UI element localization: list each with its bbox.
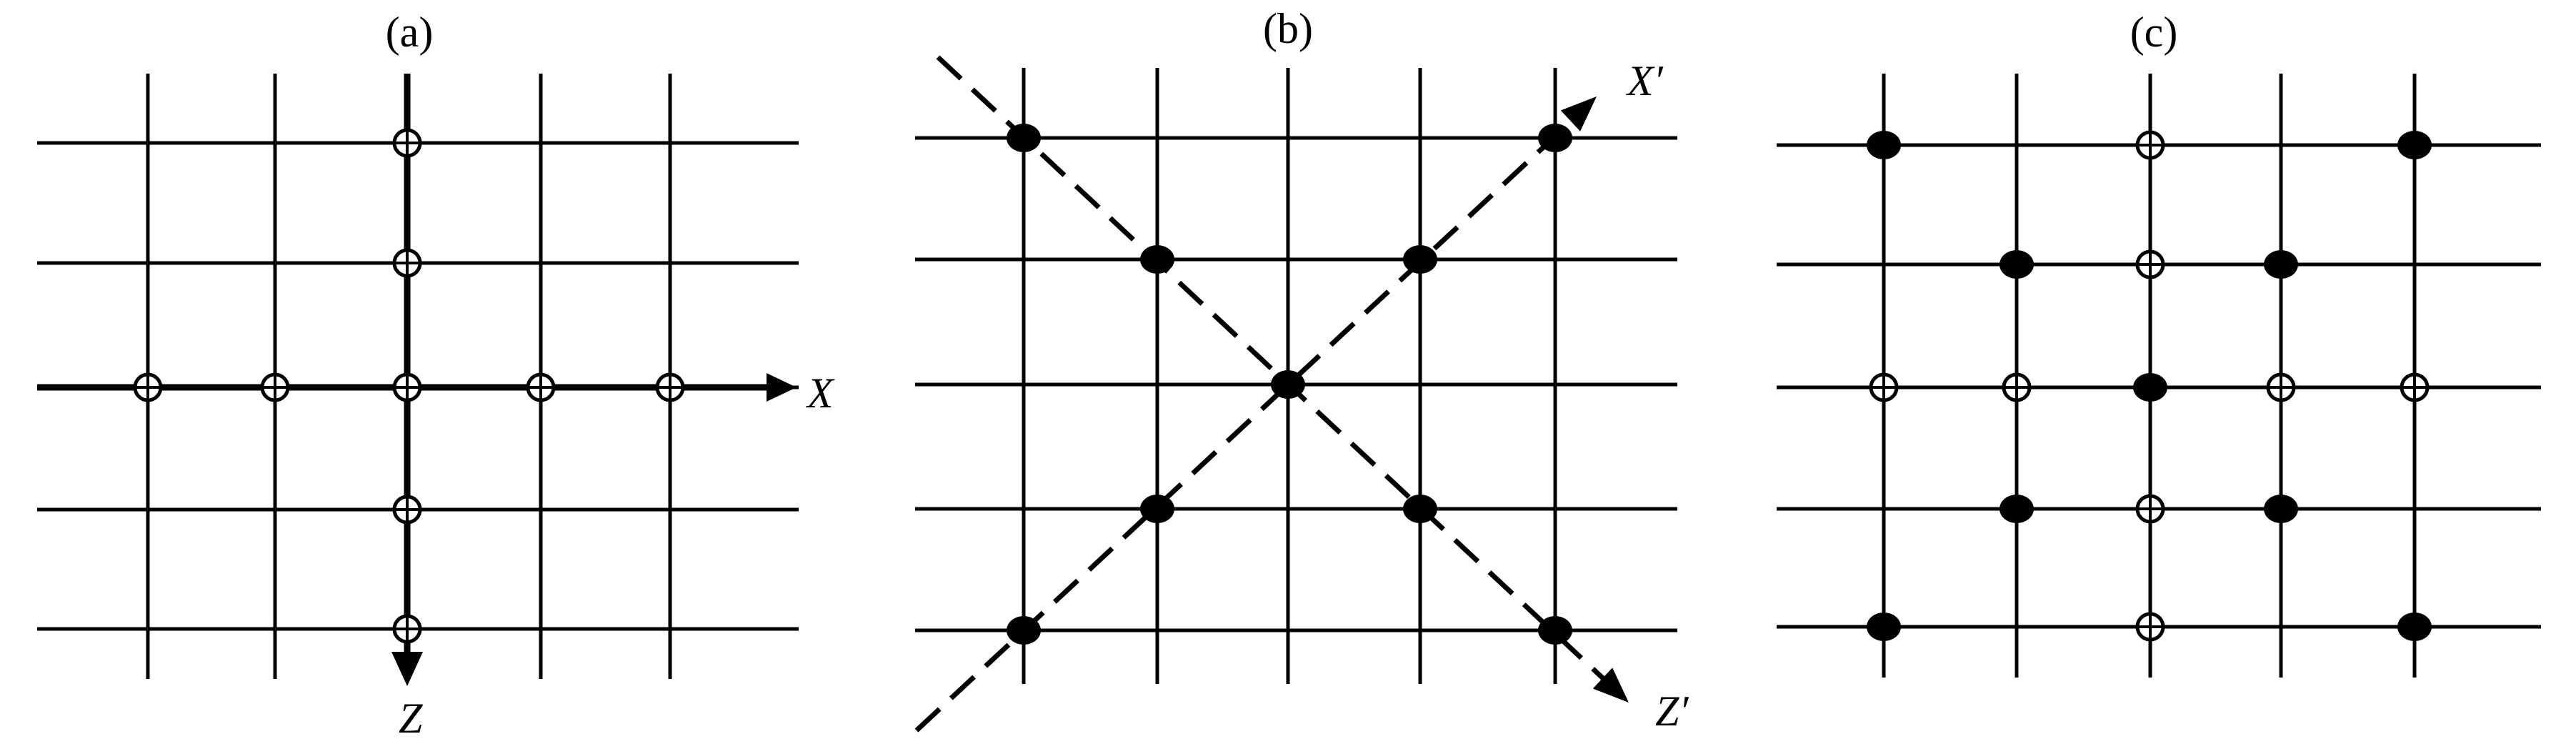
filled-circle-point <box>2264 495 2298 523</box>
filled-circle-point <box>1867 612 1901 641</box>
filled-circle-point <box>2000 250 2034 279</box>
axis-x-arrowhead <box>767 373 797 402</box>
panel-c: (c) <box>1777 9 2541 678</box>
filled-circle-point <box>1538 616 1572 645</box>
panel-b-label: (b) <box>1263 5 1313 52</box>
filled-circle-point <box>1271 370 1305 399</box>
filled-circle-point <box>1538 124 1572 152</box>
axis-z-arrowhead <box>391 652 423 686</box>
axis-z-prime-line <box>936 55 1606 681</box>
panel-b: (b) X′ Z′ <box>914 5 1689 735</box>
filled-circle-point <box>1007 124 1041 152</box>
panel-a-points <box>133 128 685 644</box>
panel-a-label: (a) <box>386 9 434 56</box>
filled-circle-point <box>2264 250 2298 279</box>
axis-x-prime-arrowhead <box>1560 96 1597 132</box>
panel-a: (a) X Z <box>37 9 835 742</box>
panel-c-points <box>1867 130 2432 642</box>
filled-circle-point <box>1867 131 1901 159</box>
filled-circle-point <box>1140 495 1174 523</box>
panel-b-points <box>1007 124 1572 645</box>
filled-circle-point <box>1140 245 1174 274</box>
panel-b-axis-x-prime-label: X′ <box>1626 57 1664 104</box>
panel-b-axis-z-prime-label: Z′ <box>1655 688 1689 735</box>
filled-circle-point <box>1403 495 1437 523</box>
filled-circle-point <box>2000 495 2034 523</box>
panel-c-label: (c) <box>2130 9 2178 56</box>
filled-circle-point <box>2397 612 2432 641</box>
filled-circle-point <box>2397 131 2432 159</box>
filled-circle-point <box>2133 373 2167 402</box>
panel-a-axis-z-label: Z <box>399 695 423 742</box>
filled-circle-point <box>1007 616 1041 645</box>
filled-circle-point <box>1403 245 1437 274</box>
panel-a-axis-x-label: X <box>806 369 835 417</box>
axis-z-prime-arrowhead <box>1592 668 1629 703</box>
